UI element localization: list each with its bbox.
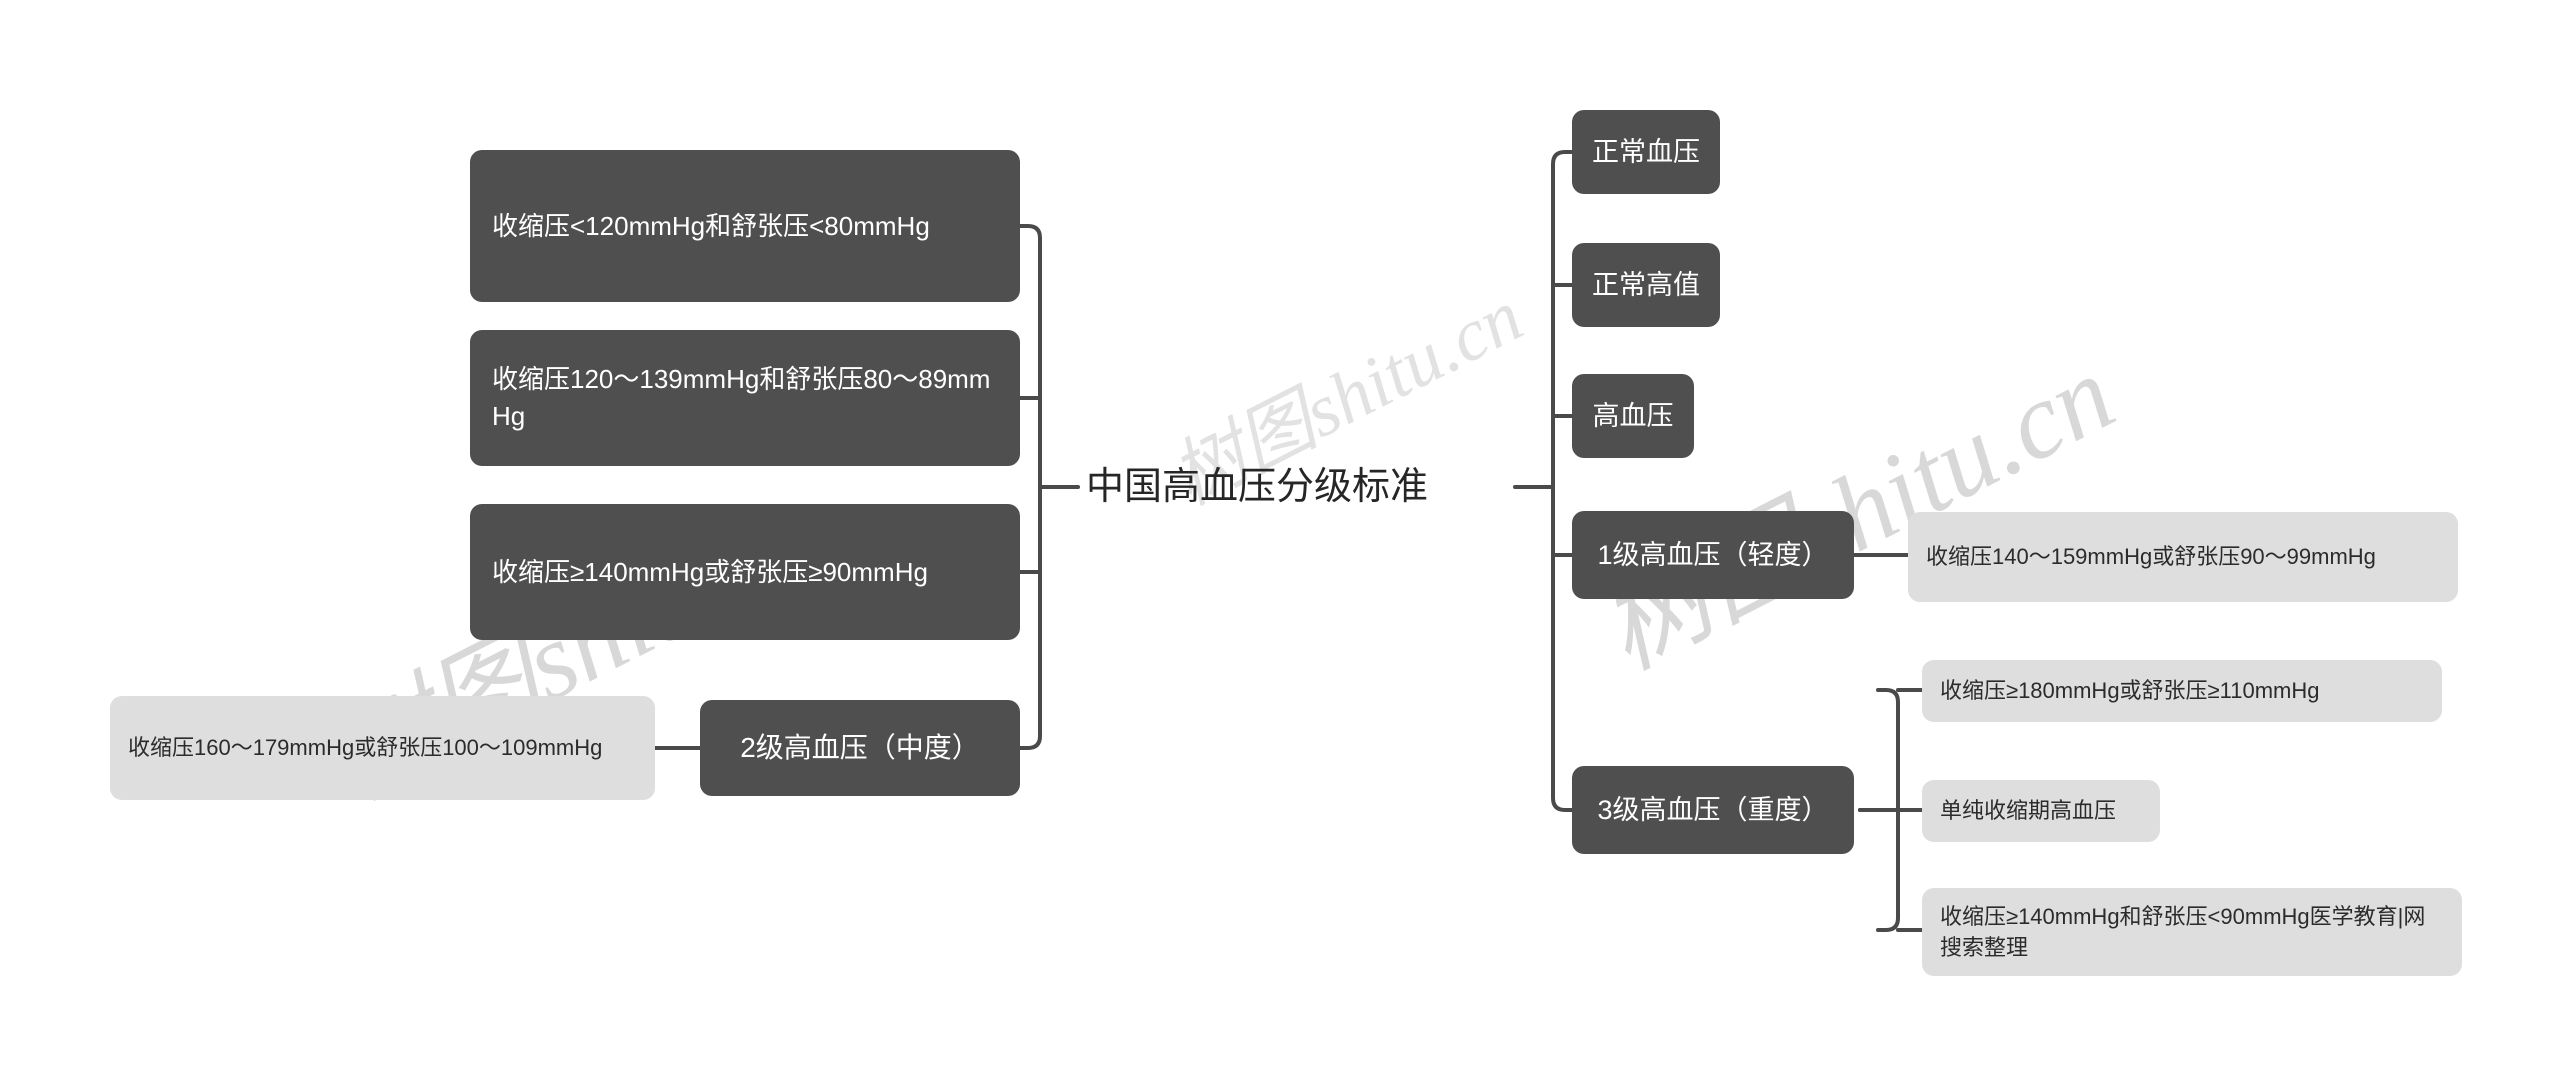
- left-spine: [1018, 224, 1042, 750]
- watermark: 树图shitu.cn: [1583, 333, 2132, 692]
- right-spine: [1551, 150, 1574, 812]
- left-node-1[interactable]: 收缩压<120mmHg和舒张压<80mmHg: [470, 150, 1020, 302]
- left-node-4[interactable]: 2级高血压（中度）: [700, 700, 1020, 796]
- grade1-child-1[interactable]: 收缩压140～159mmHg或舒张压90～99mmHg: [1908, 512, 2458, 602]
- left-leaf-node[interactable]: 收缩压160～179mmHg或舒张压100～109mmHg: [110, 696, 655, 800]
- left-node-2[interactable]: 收缩压120～139mmHg和舒张压80～89mmHg: [470, 330, 1020, 466]
- left-node-2-label: 收缩压120～139mmHg和舒张压80～89mmHg: [492, 364, 991, 431]
- left-node-3[interactable]: 收缩压≥140mmHg或舒张压≥90mmHg: [470, 504, 1020, 640]
- grade3-child-2-label: 单纯收缩期高血压: [1940, 798, 2117, 824]
- right-node-4[interactable]: 1级高血压（轻度）: [1572, 511, 1854, 599]
- grade3-child-3[interactable]: 收缩压≥140mmHg和舒张压<90mmHg医学教育|网搜索整理: [1922, 888, 2462, 976]
- grade1-child-1-label: 收缩压140～159mmHg或舒张压90～99mmHg: [1926, 544, 2376, 570]
- left-node-4-label: 2级高血压（中度）: [740, 732, 980, 764]
- grade3-child-1-label: 收缩压≥180mmHg或舒张压≥110mmHg: [1940, 678, 2320, 704]
- grade3-child-3-label: 收缩压≥140mmHg和舒张压<90mmHg医学教育|网搜索整理: [1940, 903, 2426, 960]
- right-node-1-label: 正常血压: [1592, 136, 1700, 167]
- right-node-2[interactable]: 正常高值: [1572, 243, 1720, 327]
- left-node-1-label: 收缩压<120mmHg和舒张压<80mmHg: [492, 210, 930, 241]
- grade3-child-1[interactable]: 收缩压≥180mmHg或舒张压≥110mmHg: [1922, 660, 2442, 722]
- root-node[interactable]: 中国高血压分级标准: [1086, 466, 1429, 508]
- right-node-1[interactable]: 正常血压: [1572, 110, 1720, 194]
- right-node-3-label: 高血压: [1592, 400, 1674, 431]
- left-leaf-label: 收缩压160～179mmHg或舒张压100～109mmHg: [128, 735, 603, 761]
- left-node-3-label: 收缩压≥140mmHg或舒张压≥90mmHg: [492, 556, 928, 587]
- right-node-4-label: 1级高血压（轻度）: [1597, 539, 1829, 570]
- right-node-3[interactable]: 高血压: [1572, 374, 1694, 458]
- right-node-5-label: 3级高血压（重度）: [1597, 794, 1829, 825]
- grade3-spine: [1876, 688, 1900, 932]
- right-node-2-label: 正常高值: [1592, 269, 1700, 300]
- right-node-5[interactable]: 3级高血压（重度）: [1572, 766, 1854, 854]
- grade3-child-2[interactable]: 单纯收缩期高血压: [1922, 780, 2160, 842]
